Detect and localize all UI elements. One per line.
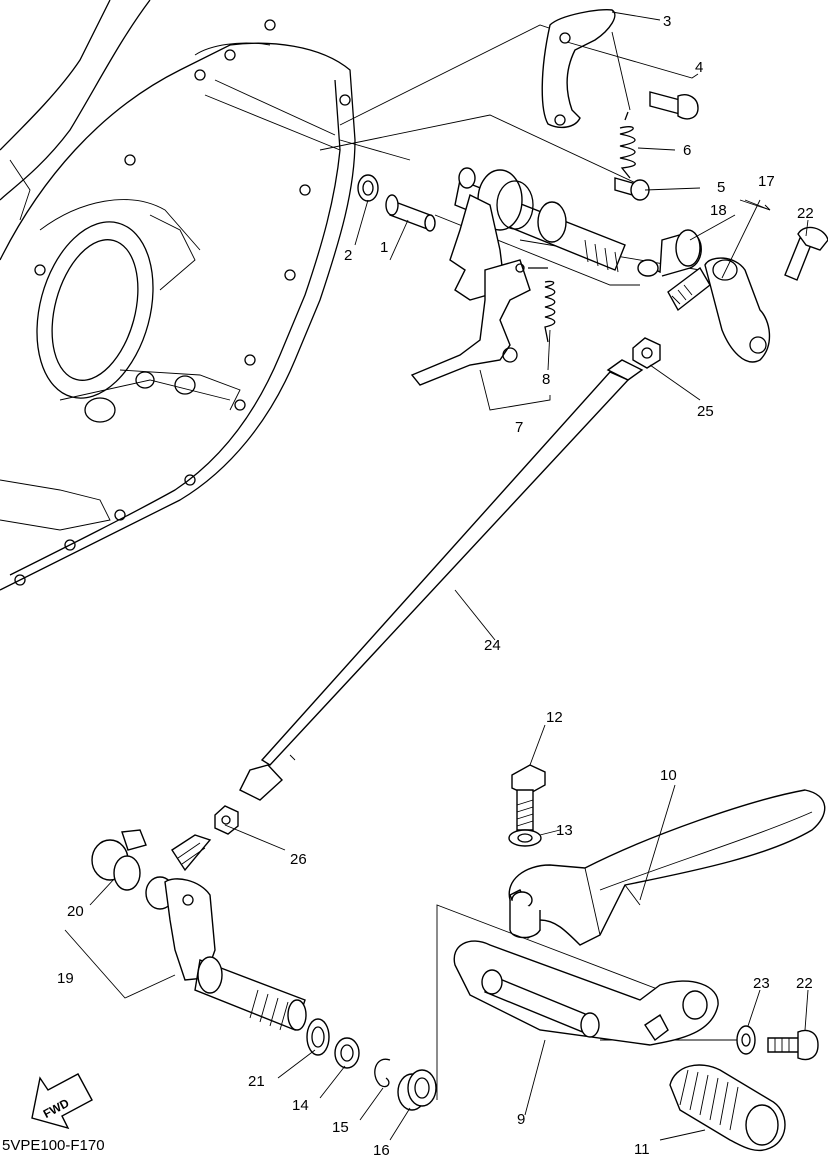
fwd-arrow-icon: FWD — [31, 1073, 93, 1130]
label-1: 1 — [380, 239, 388, 256]
washer-13 — [508, 829, 542, 847]
nut-25 — [632, 337, 661, 369]
part-labels: 1 2 3 4 5 6 7 8 10 12 13 17 18 22 22 24 … — [2, 13, 814, 1156]
crankcase-housing — [0, 0, 356, 591]
bushing-16 — [397, 1069, 437, 1111]
label-25: 25 — [697, 403, 714, 420]
leader-lines — [64, 11, 809, 1141]
shift-rod-24 — [239, 359, 644, 801]
label-16: 16 — [373, 1142, 390, 1156]
shift-arm-17 — [667, 257, 771, 363]
label-24: 24 — [484, 637, 501, 654]
circlip-15 — [374, 1058, 391, 1088]
label-9: 9 — [517, 1111, 525, 1128]
diagram-code: 5VPE100-F170 — [2, 1137, 105, 1154]
label-14: 14 — [292, 1097, 309, 1114]
label-26: 26 — [290, 851, 307, 868]
label-4: 4 — [695, 59, 703, 76]
pin-5 — [614, 177, 650, 201]
label-22-top: 22 — [797, 205, 814, 222]
label-12: 12 — [546, 709, 563, 726]
label-10: 10 — [660, 767, 677, 784]
stopper-lever — [541, 8, 616, 129]
bolt-22-bottom — [767, 1029, 819, 1061]
label-17: 17 — [758, 173, 775, 190]
label-5: 5 — [717, 179, 725, 196]
label-22-bottom: 22 — [796, 975, 813, 992]
bolt-4 — [649, 91, 699, 120]
rubber-11 — [669, 1064, 786, 1152]
bolt-12 — [511, 764, 546, 831]
spring-6 — [619, 111, 636, 179]
washer-21 — [306, 1018, 330, 1056]
label-21: 21 — [248, 1073, 265, 1090]
rod-end-20 — [91, 829, 147, 891]
washer-23 — [736, 1025, 756, 1055]
label-7: 7 — [515, 419, 523, 436]
label-19: 19 — [57, 970, 74, 987]
label-8: 8 — [542, 371, 550, 388]
shift-arm-19 — [145, 834, 307, 1031]
label-18: 18 — [710, 202, 727, 219]
washer-2 — [357, 174, 379, 202]
label-20: 20 — [67, 903, 84, 920]
label-6: 6 — [683, 142, 691, 159]
stud-1 — [385, 194, 436, 232]
bolt-22-top — [784, 226, 828, 281]
shift-pedal-10 — [508, 789, 826, 946]
label-2: 2 — [344, 247, 352, 264]
rod-end-18 — [637, 229, 702, 277]
nut-26 — [214, 805, 239, 835]
shift-shaft-assembly — [410, 167, 626, 386]
label-15: 15 — [332, 1119, 349, 1136]
spring-8 — [528, 267, 556, 343]
label-3: 3 — [663, 13, 671, 30]
label-23: 23 — [753, 975, 770, 992]
washer-14 — [334, 1037, 360, 1069]
shift-pedal-9 — [453, 940, 719, 1046]
label-13: 13 — [556, 822, 573, 839]
label-11: 11 — [634, 1141, 650, 1156]
